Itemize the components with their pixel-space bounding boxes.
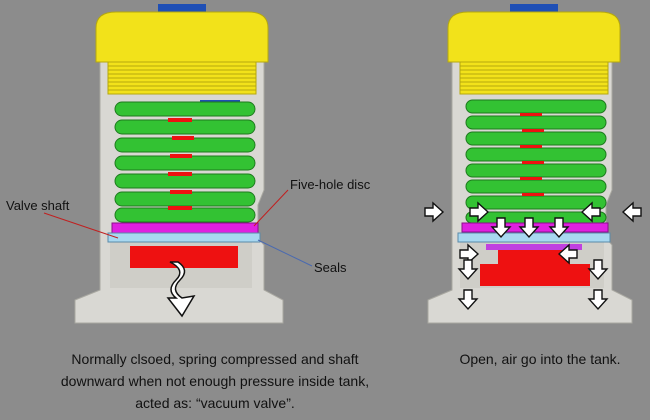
cap-thread-lines (460, 65, 608, 91)
cap (447, 11, 621, 63)
valve-head (130, 246, 238, 268)
flow-arrow-icon (457, 259, 479, 281)
disc-pointer-line (253, 189, 289, 227)
valve-shaft-label: Valve shaft (6, 198, 70, 213)
spring (114, 101, 256, 223)
flow-arrow-icon (469, 201, 490, 223)
valve-closed-diagram (43, 4, 313, 324)
flow-arrow-icon (457, 289, 479, 311)
flow-arrow-icon (424, 201, 445, 223)
valve-open-diagram (427, 4, 633, 324)
flow-arrow-icon (580, 201, 601, 223)
shaft-pointer-line (43, 212, 119, 239)
wavy-arrow-icon (166, 261, 196, 318)
flow-arrow-icon (490, 217, 512, 239)
seals-label: Seals (314, 260, 347, 275)
caption-line: acted as: “vacuum valve”. (135, 395, 295, 411)
spring (465, 99, 607, 224)
flow-arrow-icon (518, 217, 540, 239)
flow-arrow-icon (587, 259, 609, 281)
flow-arrow-icon (459, 243, 480, 265)
spring-shaft-marks (520, 113, 544, 196)
seal-lower (486, 244, 582, 250)
spring-shaft-marks (168, 118, 194, 210)
five-hole-disc (111, 222, 259, 234)
closed-state-caption: Normally clsoed, spring compressed and s… (40, 348, 390, 414)
seals-pointer-line (257, 239, 313, 267)
cap-thread-lines (108, 65, 256, 91)
caption-line: downward when not enough pressure inside… (60, 373, 370, 389)
flow-arrow-icon (548, 217, 570, 239)
cap (95, 11, 269, 63)
caption-line: Normally clsoed, spring compressed and s… (71, 351, 359, 367)
flow-arrow-icon (587, 289, 609, 311)
valve-head (480, 250, 590, 286)
seal (457, 232, 611, 243)
five-hole-disc-label: Five-hole disc (290, 177, 371, 192)
flow-arrow-icon (621, 201, 642, 223)
seal (107, 232, 261, 243)
open-state-caption: Open, air go into the tank. (459, 351, 621, 367)
air-flow-arrows (424, 201, 642, 311)
flow-arrow-icon (557, 243, 578, 265)
